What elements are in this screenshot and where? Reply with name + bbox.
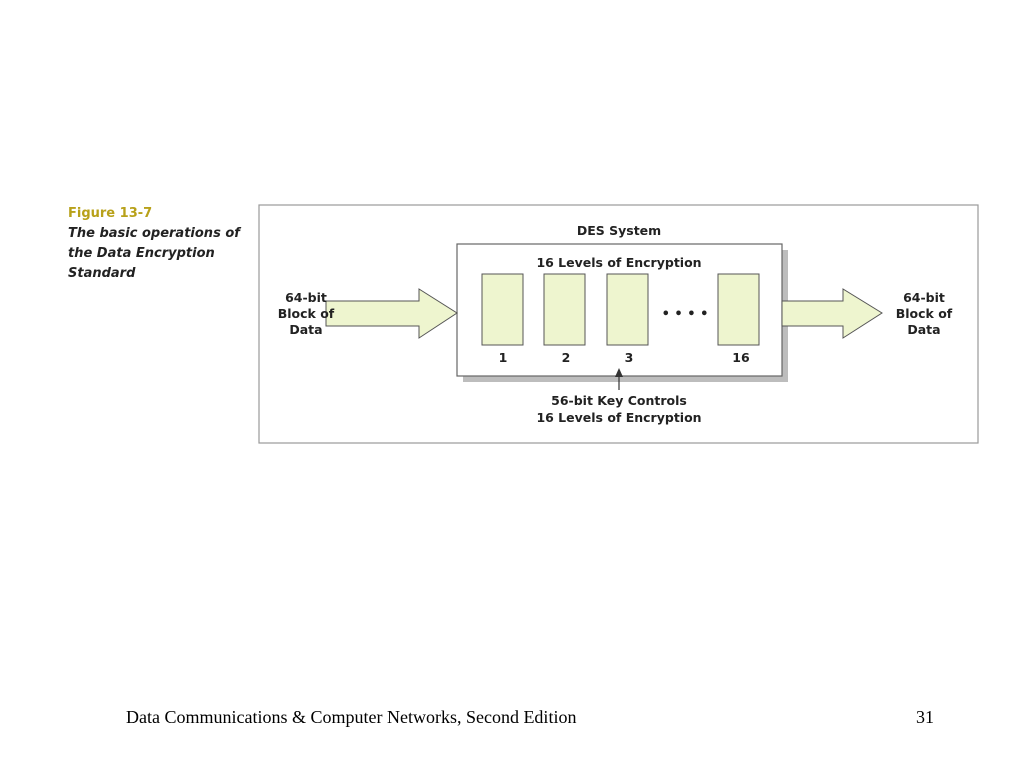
figure-number: Figure 13-7 <box>68 206 153 221</box>
levels-label: 16 Levels of Encryption <box>536 255 701 270</box>
level-block-3 <box>606 273 649 346</box>
figure-caption-line: Standard <box>68 266 136 281</box>
figure-caption: Figure 13-7 The basic operations of the … <box>68 204 253 284</box>
des-system-label: DES System <box>577 223 661 238</box>
level-number: 1 <box>499 350 508 365</box>
input-arrow <box>325 288 458 339</box>
output-label-line: Block of <box>896 306 953 321</box>
key-label-line: 56-bit Key Controls <box>551 393 687 408</box>
level-block-16 <box>717 273 760 346</box>
level-block-1 <box>481 273 524 346</box>
output-label-line: 64-bit <box>903 290 945 305</box>
level-number: 16 <box>732 350 750 365</box>
figure-caption-line: the Data Encryption <box>68 246 215 261</box>
footer-title: Data Communications & Computer Networks,… <box>126 707 577 727</box>
level-number: 2 <box>562 350 571 365</box>
level-block-2 <box>543 273 586 346</box>
input-label-line: 64-bit <box>285 290 327 305</box>
page-number: 31 <box>916 707 934 727</box>
input-label-line: Block of <box>278 306 335 321</box>
ellipsis-dots: • • • • <box>662 307 709 322</box>
figure-caption-line: The basic operations of <box>68 226 240 241</box>
key-arrow-head <box>615 368 623 377</box>
input-label-line: Data <box>289 322 322 337</box>
output-arrow <box>781 288 883 339</box>
level-number: 3 <box>625 350 634 365</box>
key-label-line: 16 Levels of Encryption <box>536 410 701 425</box>
output-label-line: Data <box>907 322 940 337</box>
